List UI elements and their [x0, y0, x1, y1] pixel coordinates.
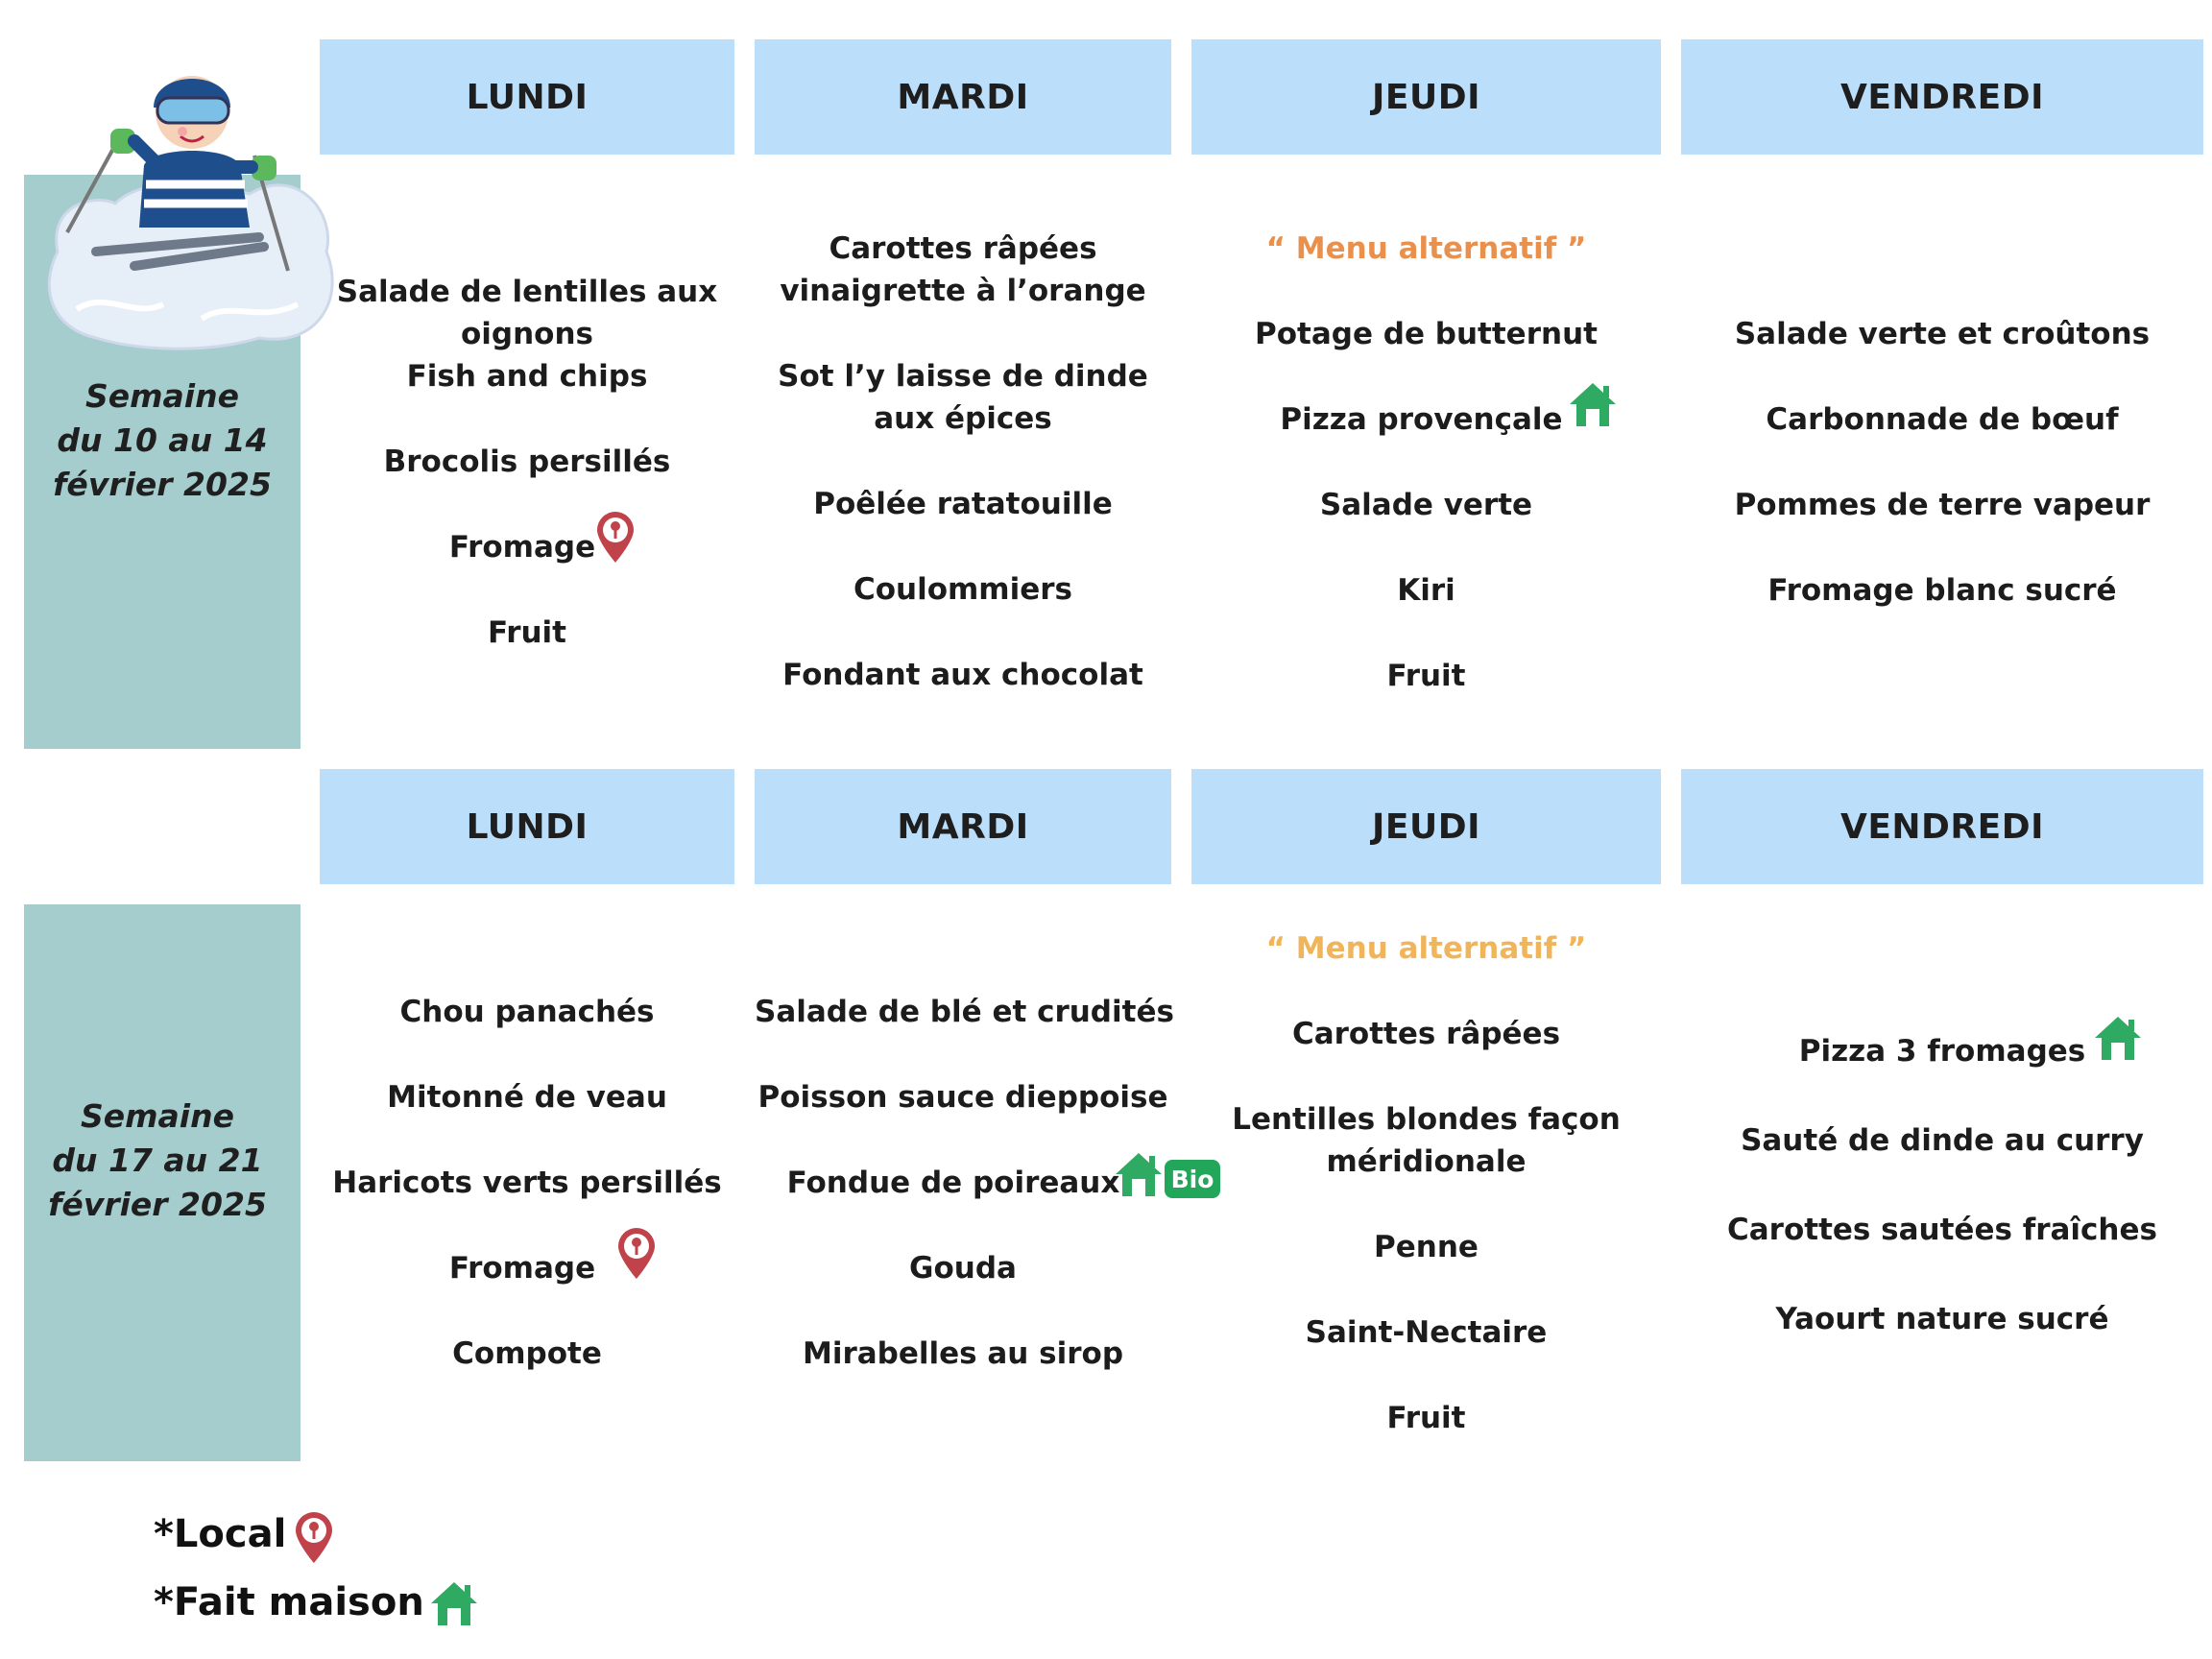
menu-item: Salade verte et croûtons: [1734, 317, 2151, 351]
week1-label: Semaine du 10 au 14 février 2025: [24, 374, 301, 507]
week1-header-mardi: MARDI: [755, 39, 1171, 155]
menu-item: Gouda: [909, 1251, 1017, 1286]
homemade-house-icon: [2095, 1017, 2141, 1060]
menu-item: Fondue de poireaux: [786, 1166, 1120, 1200]
homemade-house-icon: [1116, 1153, 1162, 1196]
alt-menu-label: “ Menu alternatif ”: [1265, 931, 1587, 966]
homemade-house-icon: [1570, 383, 1616, 426]
menu-item: Compote: [452, 1336, 602, 1371]
menu-item: Poêlée ratatouille: [813, 487, 1113, 521]
menu-item: Penne: [1374, 1230, 1479, 1264]
week2-band: [24, 904, 301, 1461]
local-map-pin-icon: [618, 1228, 655, 1279]
menu-item: Haricots verts persillés: [332, 1166, 722, 1200]
week1-header-jeudi: JEUDI: [1191, 39, 1661, 155]
homemade-house-icon: [431, 1582, 477, 1625]
skier-illustration: [47, 76, 334, 350]
menu-item: méridionale: [1326, 1144, 1527, 1179]
week2-label: Semaine du 17 au 21 février 2025: [19, 1094, 296, 1227]
menu-item: Carbonnade de bœuf: [1766, 402, 2119, 437]
week2-label-line2: du 17 au 21: [52, 1142, 263, 1179]
menu-item: Saint-Nectaire: [1305, 1315, 1548, 1350]
menu-item: Kiri: [1397, 573, 1455, 608]
local-map-pin-icon: [597, 512, 634, 563]
menu-item: oignons: [460, 317, 593, 351]
menu-item: Yaourt nature sucré: [1775, 1302, 2109, 1336]
menu-item: Mirabelles au sirop: [802, 1336, 1124, 1371]
legend-local: *Local: [154, 1512, 287, 1556]
week2-label-line3: février 2025: [48, 1186, 267, 1223]
menu-item: aux épices: [874, 401, 1052, 436]
week2-header-jeudi: JEUDI: [1191, 769, 1661, 884]
week2-label-line1: Semaine: [81, 1097, 234, 1135]
week1-header-lundi: LUNDI: [320, 39, 734, 155]
menu-item: Carottes râpées: [1291, 1017, 1561, 1051]
week2-header-vendredi: VENDREDI: [1681, 769, 2203, 884]
week2-header-mardi: MARDI: [755, 769, 1171, 884]
week1-header-vendredi: VENDREDI: [1681, 39, 2203, 155]
menu-item: Pizza 3 fromages: [1798, 1034, 2086, 1069]
menu-item: Sauté de dinde au curry: [1741, 1123, 2144, 1158]
alt-menu-label: “ Menu alternatif ”: [1265, 231, 1587, 266]
week1-label-line3: février 2025: [53, 466, 272, 503]
menu-item: Fromage: [448, 530, 596, 565]
local-map-pin-icon: [296, 1512, 332, 1563]
week1-label-line2: du 10 au 14: [57, 421, 268, 459]
menu-item: Fish and chips: [406, 359, 648, 394]
legend-homemade: *Fait maison: [154, 1580, 424, 1624]
menu-item: Pizza provençale: [1280, 402, 1563, 437]
menu-item: Sot l’y laisse de dinde: [778, 359, 1148, 394]
menu-item: Carottes sautées fraîches: [1727, 1213, 2157, 1247]
menu-item: Fruit: [488, 615, 566, 650]
menu-item: Coulommiers: [853, 572, 1073, 607]
menu-item: Fondant aux chocolat: [782, 658, 1143, 692]
menu-item: Fruit: [1386, 659, 1466, 693]
menu-item: vinaigrette à l’orange: [780, 274, 1146, 308]
menu-item: Potage de butternut: [1255, 317, 1598, 351]
menu-item: Poisson sauce dieppoise: [757, 1080, 1168, 1115]
menu-item: Salade de blé et crudités: [755, 995, 1174, 1029]
menu-item: Lentilles blondes façon: [1232, 1102, 1621, 1137]
menu-item: Fromage: [448, 1251, 596, 1286]
menu-item: Salade verte: [1319, 488, 1533, 522]
menu-item: Carottes râpées: [829, 231, 1097, 266]
menu-item: Chou panachés: [399, 995, 655, 1029]
menu-item: Mitonné de veau: [387, 1080, 667, 1115]
bio-badge: Bio: [1165, 1160, 1220, 1198]
menu-item: Pommes de terre vapeur: [1734, 488, 2151, 522]
week1-label-line1: Semaine: [85, 377, 239, 415]
menu-item: Salade de lentilles aux: [336, 275, 718, 309]
menu-item: Fruit: [1386, 1401, 1466, 1435]
week2-header-lundi: LUNDI: [320, 769, 734, 884]
menu-item: Fromage blanc sucré: [1767, 573, 2117, 608]
menu-item: Brocolis persillés: [383, 445, 671, 479]
